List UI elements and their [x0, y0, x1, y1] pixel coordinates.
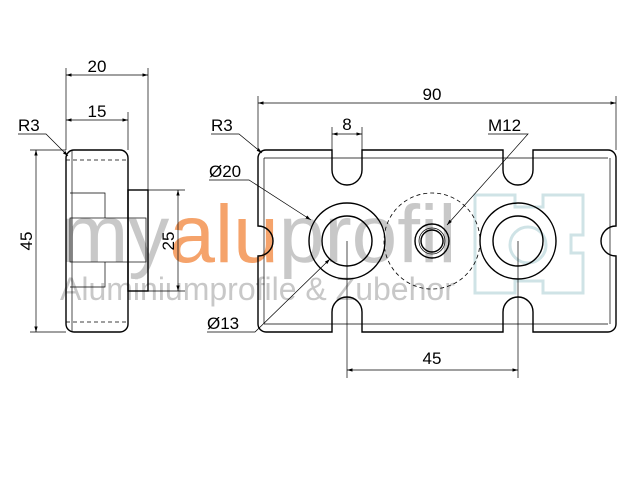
svg-text:myaluprofil: myaluprofil [60, 189, 456, 280]
dim-hole-spacing: 45 [423, 349, 442, 368]
dim-outer-diameter: Ø20 [209, 162, 241, 181]
dim-radius-front: R3 [211, 116, 233, 135]
front-view: 90 8 M12 R3 Ø20 Ø13 45 [207, 85, 617, 378]
watermark-logo-icon [473, 193, 585, 295]
watermark-my: my [60, 189, 169, 280]
dim-boss-height: 25 [159, 232, 178, 251]
dim-width-total: 20 [88, 57, 107, 76]
thread-hatch [69, 217, 147, 263]
dim-slot-width: 8 [342, 115, 351, 134]
side-view: 20 15 R3 45 25 [17, 57, 185, 333]
dim-height: 45 [17, 232, 36, 251]
dim-length: 90 [423, 85, 442, 104]
watermark-alu: alu [169, 189, 278, 280]
dim-width-body: 15 [88, 102, 107, 121]
dim-inner-diameter: Ø13 [207, 314, 239, 333]
watermark-profil: profil [279, 189, 457, 280]
dim-radius-side: R3 [18, 116, 40, 135]
dim-thread: M12 [488, 116, 521, 135]
watermark: myaluprofil Aluminiumprofile & Zubehor [60, 189, 585, 307]
